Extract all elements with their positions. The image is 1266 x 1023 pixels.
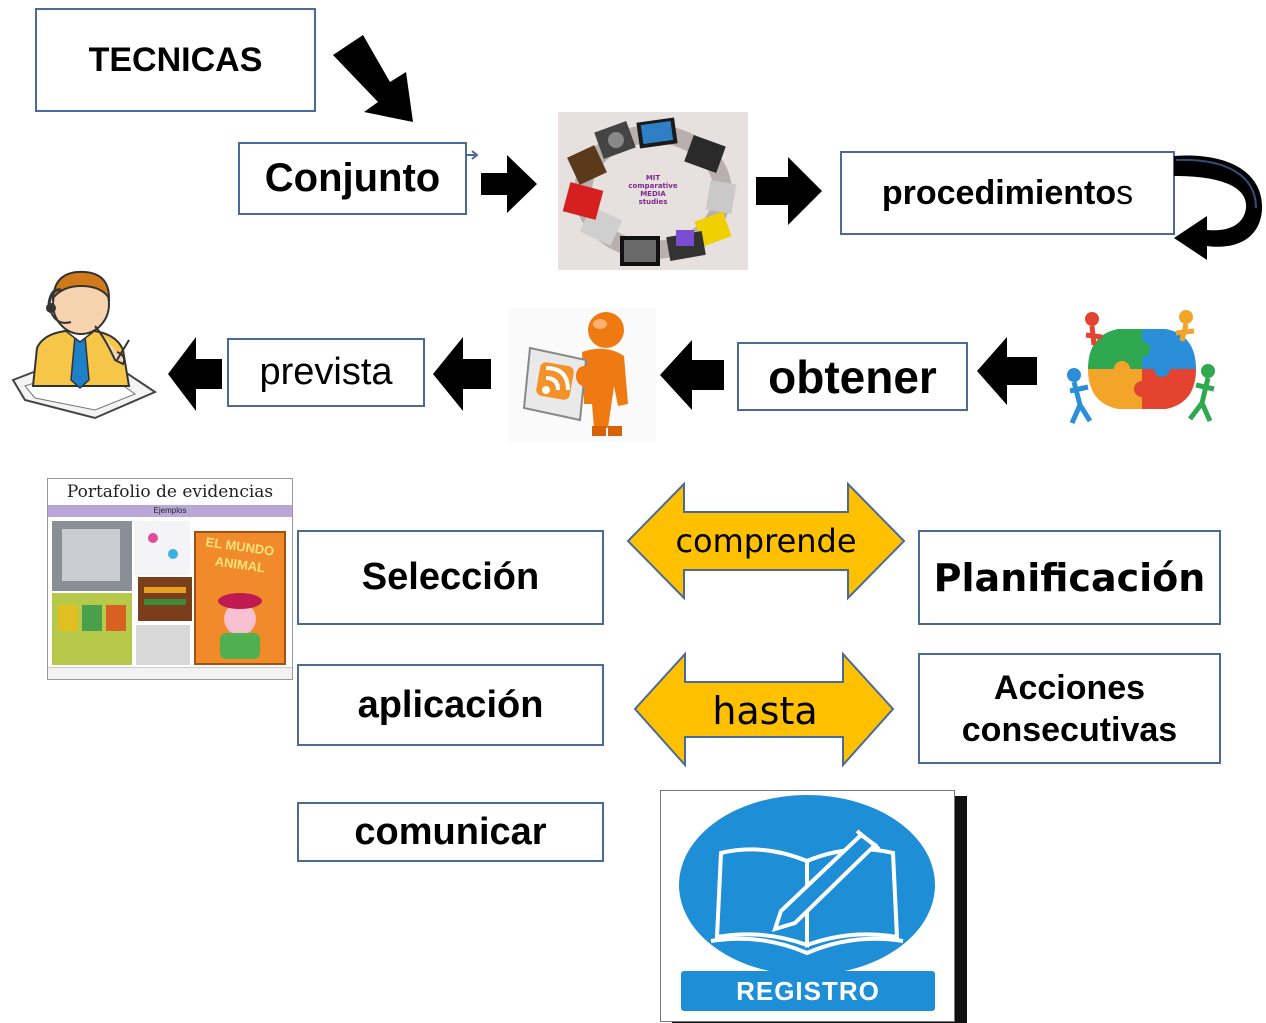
- prevista-box: prevista: [227, 338, 425, 407]
- registro-book-icon: [679, 795, 935, 1011]
- procedimientos-label: procedimiento: [881, 173, 1117, 212]
- double-arrow-comprende: [626, 481, 906, 601]
- curved-return-arrow: [1174, 155, 1263, 260]
- planificacion-box: Planificación: [918, 530, 1221, 625]
- reader-rss-icon: [522, 312, 628, 436]
- planificacion-label: Planificación: [933, 555, 1206, 600]
- seleccion-box: Selección: [297, 530, 604, 625]
- seleccion-label: Selección: [361, 556, 540, 598]
- diagonal-arrow: [333, 35, 413, 122]
- obtener-label: obtener: [768, 350, 937, 403]
- arrow-left-2: [660, 340, 724, 410]
- obtener-box: obtener: [737, 342, 968, 411]
- tecnicas-box: TECNICAS: [35, 8, 316, 112]
- portfolio-image: Portafolio de evidencias Ejemplos EL MUN…: [47, 478, 293, 680]
- portfolio-subtitle-bar: [48, 505, 292, 517]
- puzzle-team-icon: [1067, 310, 1215, 425]
- acciones-label-line2: consecutivas: [961, 710, 1178, 749]
- conjunto-box: Conjunto: [238, 142, 467, 215]
- prevista-label: prevista: [259, 351, 393, 393]
- media-studies-line1: MIT: [645, 174, 661, 182]
- portfolio-book: EL MUNDO ANIMAL: [194, 531, 286, 665]
- procedimientos-box: procedimientos: [840, 151, 1175, 235]
- comunicar-box: comunicar: [297, 802, 604, 862]
- hasta-label: hasta: [712, 689, 818, 733]
- small-connector-arrow: [466, 150, 479, 160]
- portfolio-subtitle: Ejemplos: [153, 506, 187, 515]
- arrow-right-2: [756, 157, 822, 225]
- arrow-left-3: [433, 337, 491, 411]
- arrow-left-4: [168, 337, 222, 411]
- tecnicas-label: TECNICAS: [88, 40, 263, 79]
- acciones-box: Acciones consecutivas: [918, 653, 1221, 764]
- comprende-label: comprende: [675, 522, 857, 560]
- arrow-left-1: [977, 337, 1037, 405]
- portfolio-title: Portafolio de evidencias: [66, 482, 274, 502]
- arrow-right-1: [481, 155, 537, 213]
- registro-image: REGISTRO: [660, 790, 955, 1022]
- comunicar-label: comunicar: [354, 810, 547, 853]
- registro-label: REGISTRO: [736, 975, 880, 1006]
- media-studies-line4: studies: [638, 198, 668, 206]
- aplicacion-box: aplicación: [297, 664, 604, 746]
- double-arrow-hasta: [633, 651, 895, 768]
- media-studies-line2: comparative: [628, 182, 678, 190]
- media-studies-image: MIT comparative MEDIA studies: [558, 112, 748, 270]
- conjunto-label: Conjunto: [264, 156, 441, 200]
- aplicacion-label: aplicación: [357, 683, 544, 726]
- media-studies-line3: MEDIA: [640, 190, 666, 198]
- reader-image: [508, 308, 656, 442]
- procedimientos-suffix: s: [1116, 173, 1134, 212]
- acciones-label-line1: Acciones: [993, 668, 1146, 707]
- thinking-person-icon: [11, 270, 158, 420]
